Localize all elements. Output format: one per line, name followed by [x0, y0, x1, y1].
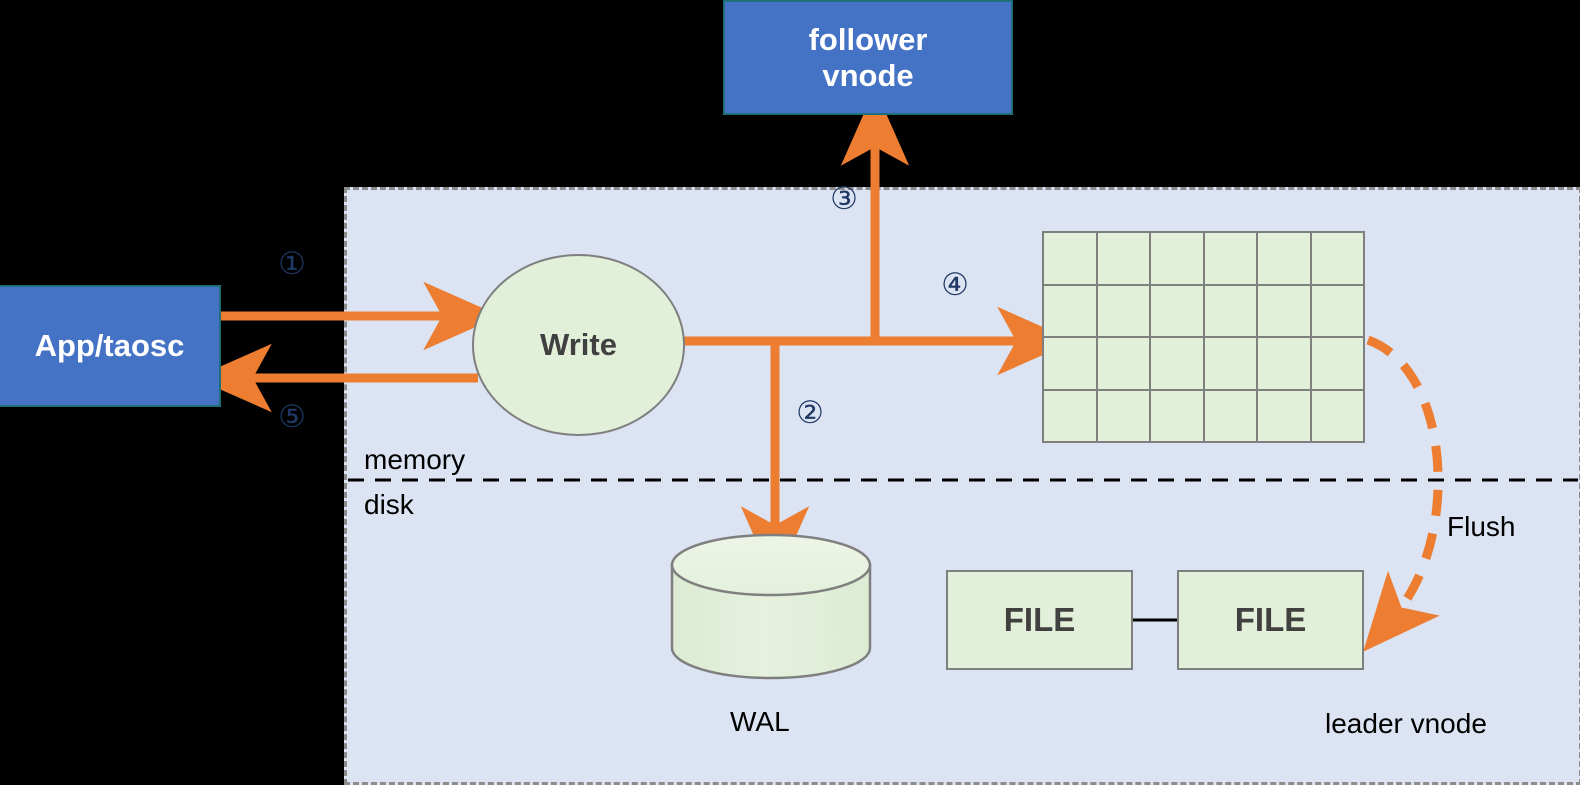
leader-vnode-label: leader vnode: [1325, 708, 1487, 739]
follower-vnode-label: follower vnode: [809, 22, 928, 94]
follower-vnode-label-line2: vnode: [822, 57, 914, 93]
disk-label: disk: [364, 489, 414, 520]
memtable-cell: [1204, 390, 1256, 441]
memtable-cell: [1204, 233, 1256, 284]
memtable-cell: [1204, 285, 1256, 336]
wal-cylinder-icon: [670, 533, 872, 680]
memtable-cell: [1258, 233, 1310, 284]
memtable-cell: [1097, 338, 1149, 389]
memtable-cell: [1151, 285, 1203, 336]
memtable-cell: [1097, 390, 1149, 441]
follower-vnode-node[interactable]: follower vnode: [723, 0, 1013, 115]
file-node-1-label: FILE: [1003, 601, 1076, 638]
write-node[interactable]: Write: [472, 254, 685, 436]
memtable-cell: [1258, 285, 1310, 336]
memory-label: memory: [364, 444, 466, 475]
app-taosc-node[interactable]: App/taosc: [0, 285, 221, 407]
wal-label: WAL: [730, 706, 790, 737]
step-number-1: ①: [278, 246, 306, 281]
file-node-1[interactable]: FILE: [946, 570, 1133, 670]
app-taosc-label: App/taosc: [34, 328, 185, 363]
memtable-cell: [1311, 390, 1363, 441]
memtable-cell: [1151, 338, 1203, 389]
step-number-2: ②: [796, 395, 824, 430]
follower-vnode-label-line1: follower: [808, 21, 928, 57]
memtable-cell: [1258, 390, 1310, 441]
memtable-cell: [1044, 390, 1096, 441]
memtable-cell: [1311, 233, 1363, 284]
memtable-cell: [1258, 338, 1310, 389]
memtable-cell: [1311, 338, 1363, 389]
flush-label: Flush: [1447, 511, 1516, 542]
memtable-cell: [1044, 338, 1096, 389]
memtable-cell: [1097, 233, 1149, 284]
memtable-cell: [1311, 285, 1363, 336]
memtable-cell: [1204, 338, 1256, 389]
step-number-3: ③: [830, 181, 858, 216]
file-node-2[interactable]: FILE: [1177, 570, 1364, 670]
file-node-2-label: FILE: [1234, 601, 1307, 638]
memtable-cell: [1097, 285, 1149, 336]
flush-curved-dashed-arrow-icon: [1363, 335, 1443, 652]
step-number-4: ④: [941, 267, 969, 302]
write-node-label: Write: [540, 327, 617, 362]
memtable-cell: [1151, 233, 1203, 284]
memtable-cell: [1044, 285, 1096, 336]
memtable-grid[interactable]: [1042, 231, 1365, 443]
memtable-cell: [1151, 390, 1203, 441]
step-number-5: ⑤: [278, 399, 306, 434]
memtable-cell: [1044, 233, 1096, 284]
